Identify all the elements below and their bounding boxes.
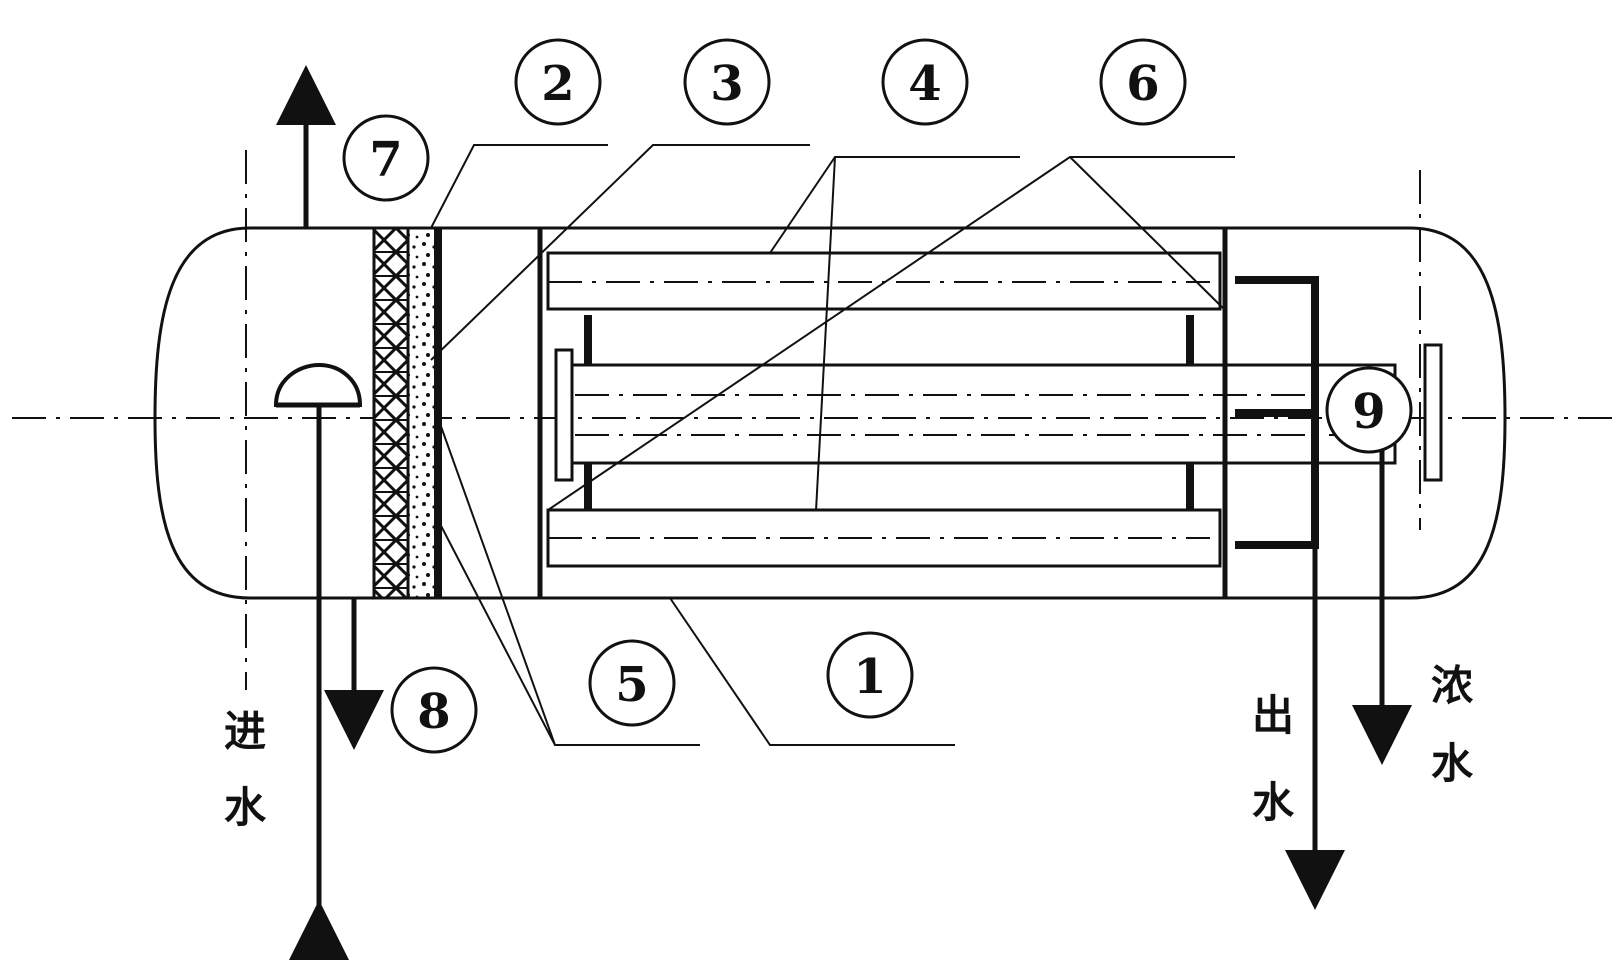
outlet-manifold-pipe	[1235, 276, 1319, 549]
callout-3: 3	[683, 38, 771, 126]
callout-6: 6	[1099, 38, 1187, 126]
lattice-filter-layer	[372, 226, 410, 600]
callout-7: 7	[342, 114, 430, 202]
inlet-label-top: 进	[224, 707, 266, 756]
leader-line-5	[437, 417, 700, 746]
callout-2-label: 2	[541, 56, 574, 112]
callout-1-label: 1	[853, 649, 886, 705]
callout-8-label: 8	[417, 684, 450, 740]
concentrate-label-top: 浓	[1431, 661, 1474, 710]
callout-9-label: 9	[1352, 384, 1385, 440]
callout-5: 5	[588, 639, 676, 727]
callout-9: 9	[1325, 366, 1413, 454]
pressure-vessel-outline	[153, 226, 1507, 600]
callout-1: 1	[826, 631, 914, 719]
outlet-label-top: 出	[1252, 691, 1294, 740]
callout-6-label: 6	[1126, 56, 1159, 112]
leader-line-1	[669, 597, 955, 746]
right-end-flange	[1423, 343, 1443, 482]
left-end-flange	[554, 348, 574, 482]
callout-2: 2	[514, 38, 602, 126]
callout-4-label: 4	[908, 56, 941, 112]
concentrate-label-bottom: 水	[1431, 739, 1474, 788]
leader-line-3	[430, 144, 810, 361]
inlet-distributor-cap	[273, 362, 363, 407]
speckled-filter-layer	[406, 226, 440, 600]
callout-4: 4	[881, 38, 969, 126]
callout-3-label: 3	[710, 56, 743, 112]
callout-8: 8	[390, 666, 478, 754]
leader-line-2	[430, 144, 608, 229]
leader-line-6	[547, 156, 1235, 511]
outlet-label-bottom: 水	[1252, 778, 1295, 827]
leader-line-4	[769, 156, 1020, 512]
callout-5-label: 5	[615, 657, 648, 713]
inlet-label-bottom: 水	[224, 783, 267, 832]
callout-7-label: 7	[369, 132, 402, 188]
